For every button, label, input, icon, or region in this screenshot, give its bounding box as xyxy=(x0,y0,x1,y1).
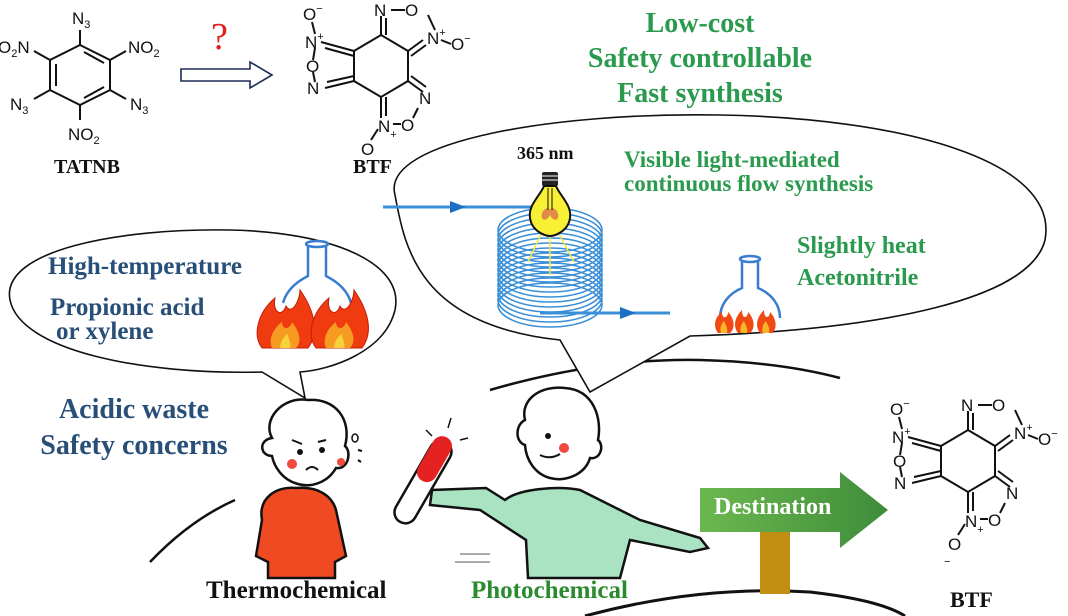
svg-text:N+: N+ xyxy=(965,512,984,536)
svg-text:O: O xyxy=(405,1,418,20)
sign-post xyxy=(760,530,790,594)
tatnb-structure xyxy=(33,30,127,120)
photo-method-line2: continuous flow synthesis xyxy=(624,171,874,196)
flow-tube-in xyxy=(383,201,540,213)
svg-text:O: O xyxy=(988,511,1001,530)
svg-text:N: N xyxy=(961,396,973,415)
svg-text:N: N xyxy=(1006,484,1018,503)
svg-text:N+: N+ xyxy=(378,117,397,141)
thermo-condition-line1: High-temperature xyxy=(48,253,242,280)
flame-large-icons xyxy=(256,288,369,349)
photo-conditions-line2: Acetonitrile xyxy=(797,265,919,291)
sign-arrow xyxy=(700,472,888,548)
svg-text:O: O xyxy=(361,140,374,159)
svg-text:O: O xyxy=(893,452,906,471)
photochemical-label: Photochemical xyxy=(471,577,628,604)
product-label: BTF xyxy=(353,156,392,178)
tatnb-n3-right: N3 xyxy=(130,95,148,117)
wavelength-label: 365 nm xyxy=(517,143,574,163)
svg-text:O−: O− xyxy=(890,398,910,419)
thermo-condition-line3: or xylene xyxy=(56,318,154,345)
tatnb-no2-right: NO2 xyxy=(128,38,160,60)
svg-text:O: O xyxy=(306,57,319,76)
svg-text:N+: N+ xyxy=(892,426,911,447)
svg-text:O: O xyxy=(948,535,961,554)
advantage-item: Fast synthesis xyxy=(617,78,783,109)
svg-text:−: − xyxy=(357,161,363,173)
question-mark: ? xyxy=(211,16,228,58)
photochemical-kid xyxy=(393,386,711,580)
light-rays xyxy=(527,231,575,275)
tatnb-n3-left: N3 xyxy=(10,95,28,117)
advantage-item: Low-cost xyxy=(645,8,755,39)
advantage-item: Safety controllable xyxy=(587,43,813,74)
svg-text:O: O xyxy=(401,116,414,135)
svg-text:N+: N+ xyxy=(305,31,324,52)
svg-text:O−: O− xyxy=(451,33,471,54)
svg-text:O: O xyxy=(992,396,1005,415)
flow-direction-arrow-out xyxy=(620,307,636,319)
tatnb-n3-top: N3 xyxy=(72,9,90,31)
hill-left-line xyxy=(149,498,236,563)
thermo-solvents: Propionic acid or xylene xyxy=(50,294,205,345)
drawback-item: Acidic waste xyxy=(58,394,210,425)
coil-ring xyxy=(497,282,603,328)
hill-right-line xyxy=(584,589,906,616)
drawbacks-list: Acidic waste Safety concerns xyxy=(24,392,244,464)
thermo-condition-line2: Propionic acid xyxy=(50,294,205,321)
destination-label: Destination xyxy=(714,494,832,520)
tatnb-no2-bottom: NO2 xyxy=(68,125,100,147)
svg-text:N: N xyxy=(419,89,431,108)
tatnb-labels: N3 NO2 O2N N3 N3 NO2 xyxy=(0,9,160,147)
svg-text:N: N xyxy=(374,1,386,20)
advantages-list: Low-cost Safety controllable Fast synthe… xyxy=(560,6,840,111)
photo-method-line1: Visible light-mediated xyxy=(624,147,840,172)
svg-text:−: − xyxy=(944,556,950,568)
thermo-speech-bubble xyxy=(8,229,397,400)
svg-text:O−: O− xyxy=(1038,428,1058,449)
reaction-arrow xyxy=(180,60,274,90)
flask-large-icon xyxy=(281,239,353,304)
flame-small-icons xyxy=(715,310,776,333)
tatnb-no2-left: O2N xyxy=(0,38,30,60)
hill-back-line xyxy=(489,358,841,392)
svg-text:N: N xyxy=(894,474,906,493)
svg-text:N: N xyxy=(307,79,319,98)
thermochemical-kid xyxy=(254,398,363,580)
thermochemical-label: Thermochemical xyxy=(206,577,387,604)
flow-tube-out xyxy=(540,307,670,319)
svg-text:N+: N+ xyxy=(1014,422,1033,443)
destination-sign xyxy=(700,472,888,594)
photo-conditions: Slightly heat Acetonitrile xyxy=(797,230,926,294)
reactant-label: TATNB xyxy=(54,156,120,178)
flow-direction-arrow-in xyxy=(450,201,466,213)
drawback-item: Safety concerns xyxy=(40,430,228,461)
svg-text:O−: O− xyxy=(303,3,323,24)
light-bulb-icon xyxy=(528,172,572,238)
photo-method: Visible light-mediated continuous flow s… xyxy=(624,148,873,196)
svg-text:N+: N+ xyxy=(427,27,446,48)
final-product-label: BTF xyxy=(950,587,993,612)
photo-conditions-line1: Slightly heat xyxy=(797,233,926,259)
coil-ring xyxy=(497,277,603,323)
